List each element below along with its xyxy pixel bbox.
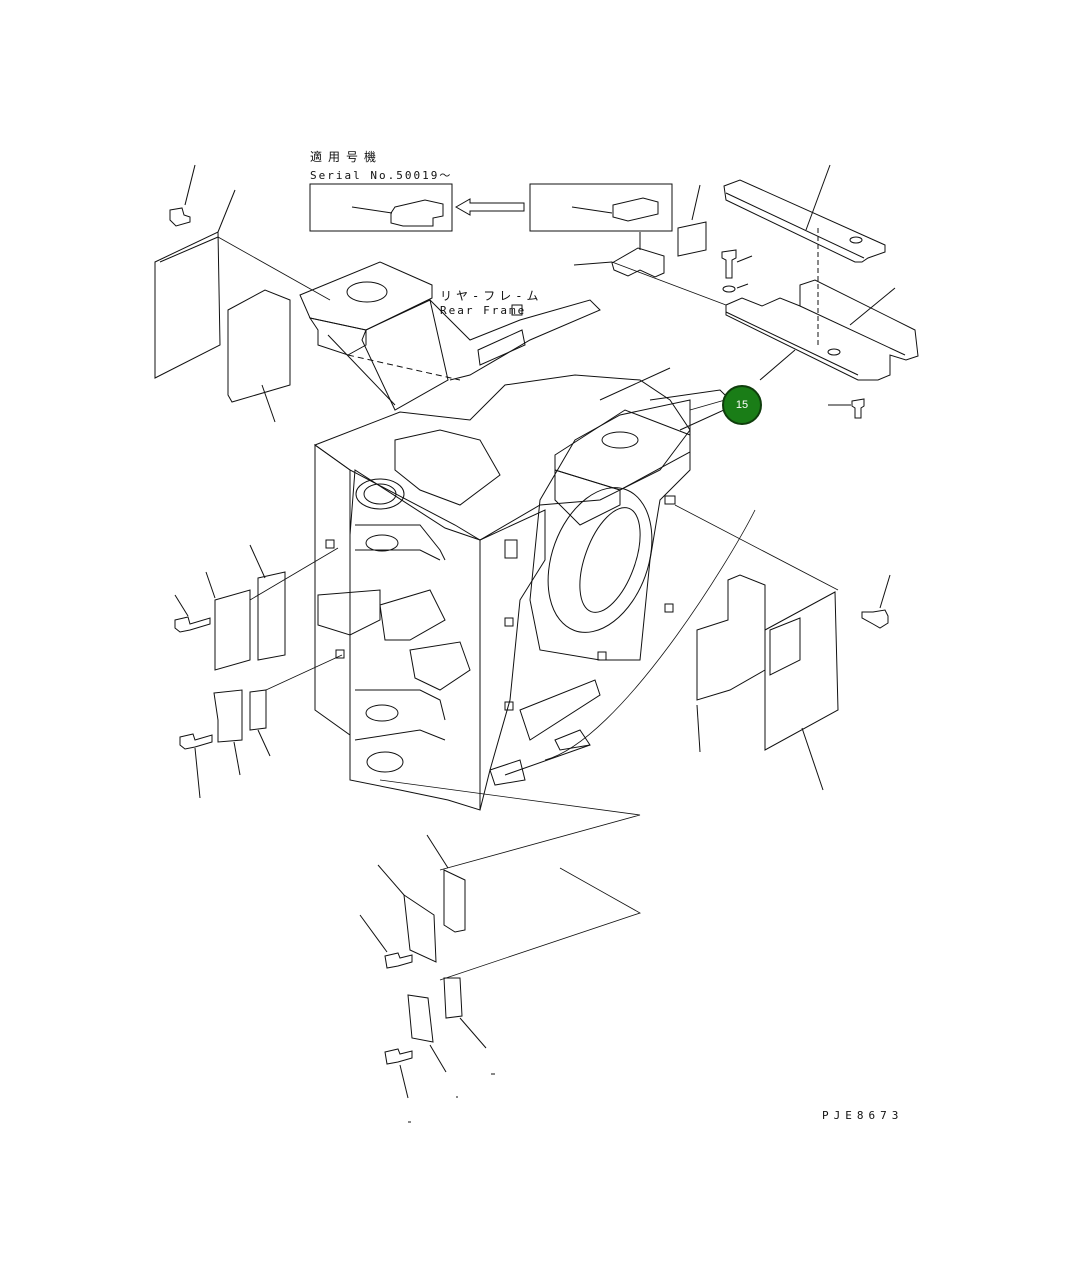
rear-frame-body — [315, 368, 735, 810]
arrow-left-icon — [456, 199, 524, 215]
bolt-icon — [170, 208, 190, 226]
serial-variant-boxes — [310, 184, 672, 231]
bolt-icon — [180, 734, 212, 749]
top-right-plates — [574, 165, 918, 418]
bolt-icon — [175, 617, 210, 632]
bolt-icon — [385, 953, 412, 968]
bolt-icon — [852, 399, 864, 418]
bolt-icon — [385, 1049, 412, 1064]
bolt-icon — [722, 250, 736, 278]
bolt-icon — [862, 610, 888, 628]
left-side-plates — [175, 545, 342, 798]
serial-note-jp: 適用号機 — [310, 150, 383, 164]
callout-leader — [690, 400, 725, 410]
left-top-cover — [155, 165, 330, 422]
right-side-plates — [545, 505, 890, 790]
drawing-code: PJE8673 — [822, 1109, 904, 1122]
serial-note-en: Serial No.50019～ — [310, 169, 453, 182]
lower-plates — [360, 780, 640, 1122]
washer-icon — [723, 286, 735, 292]
rear-frame-upper — [300, 262, 600, 410]
callout-15[interactable]: 15 — [722, 385, 762, 425]
frame-label-jp: リヤ-フレ-ム — [440, 289, 543, 303]
frame-label-en: Rear Frame — [440, 304, 527, 317]
